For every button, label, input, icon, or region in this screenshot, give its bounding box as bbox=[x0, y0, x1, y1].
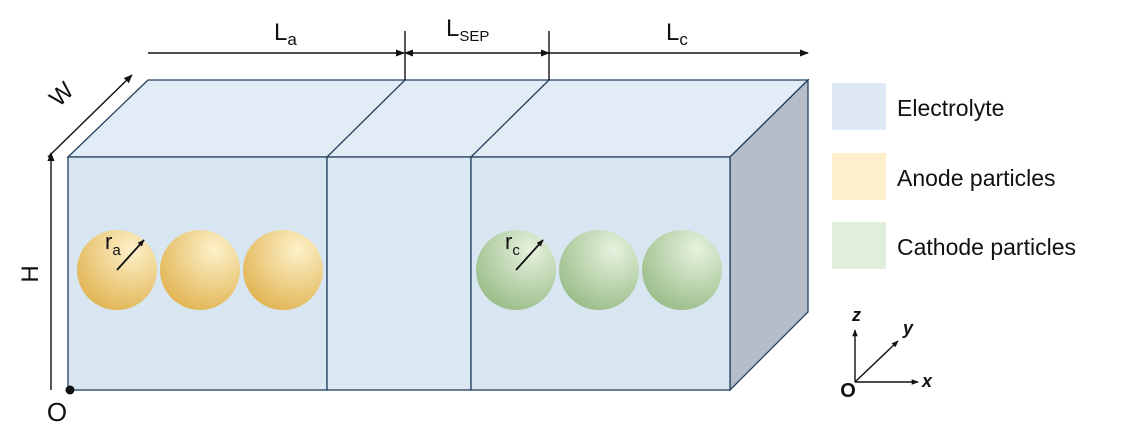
axis-y bbox=[854, 340, 899, 383]
legend-swatch-anode bbox=[832, 153, 886, 200]
h-label: H bbox=[17, 265, 44, 282]
cathode-radius-arrow bbox=[515, 239, 544, 271]
legend-label-anode: Anode particles bbox=[897, 165, 1056, 191]
cathode-particles bbox=[476, 230, 722, 310]
w-arrow bbox=[47, 74, 133, 158]
anode-particles bbox=[77, 230, 323, 310]
w-label: W bbox=[44, 77, 79, 112]
axes-origin-label: O bbox=[840, 380, 856, 402]
legend: Electrolyte Anode particles Cathode part… bbox=[832, 83, 1076, 269]
legend-swatch-cathode bbox=[832, 222, 886, 269]
origin-dot bbox=[65, 385, 75, 395]
axis-y-label: y bbox=[902, 318, 914, 338]
lc-label: Lc bbox=[666, 19, 688, 49]
axis-z-label: z bbox=[851, 305, 861, 325]
anode-radius-label: ra bbox=[105, 229, 121, 259]
origin-label: O bbox=[47, 397, 67, 427]
cathode-particle bbox=[642, 230, 722, 310]
separator-front-face bbox=[326, 156, 472, 391]
la-label: La bbox=[274, 19, 297, 49]
coordinate-axes: z y x O bbox=[840, 305, 933, 402]
legend-label-electrolyte: Electrolyte bbox=[897, 95, 1004, 121]
legend-swatch-electrolyte bbox=[832, 83, 886, 130]
length-dimensions: La LSEP Lc bbox=[148, 15, 809, 80]
lsep-label: LSEP bbox=[446, 15, 489, 45]
cathode-radius-label: rc bbox=[505, 229, 520, 259]
axis-x-label: x bbox=[921, 371, 933, 391]
separator-top-edge-left bbox=[326, 79, 406, 158]
anode-particle bbox=[243, 230, 323, 310]
separator-top-edge-right bbox=[470, 79, 550, 158]
cathode-particle bbox=[559, 230, 639, 310]
legend-label-cathode: Cathode particles bbox=[897, 234, 1076, 260]
anode-radius-arrow bbox=[116, 239, 145, 271]
anode-particle bbox=[160, 230, 240, 310]
cell-top-face bbox=[66, 79, 810, 158]
